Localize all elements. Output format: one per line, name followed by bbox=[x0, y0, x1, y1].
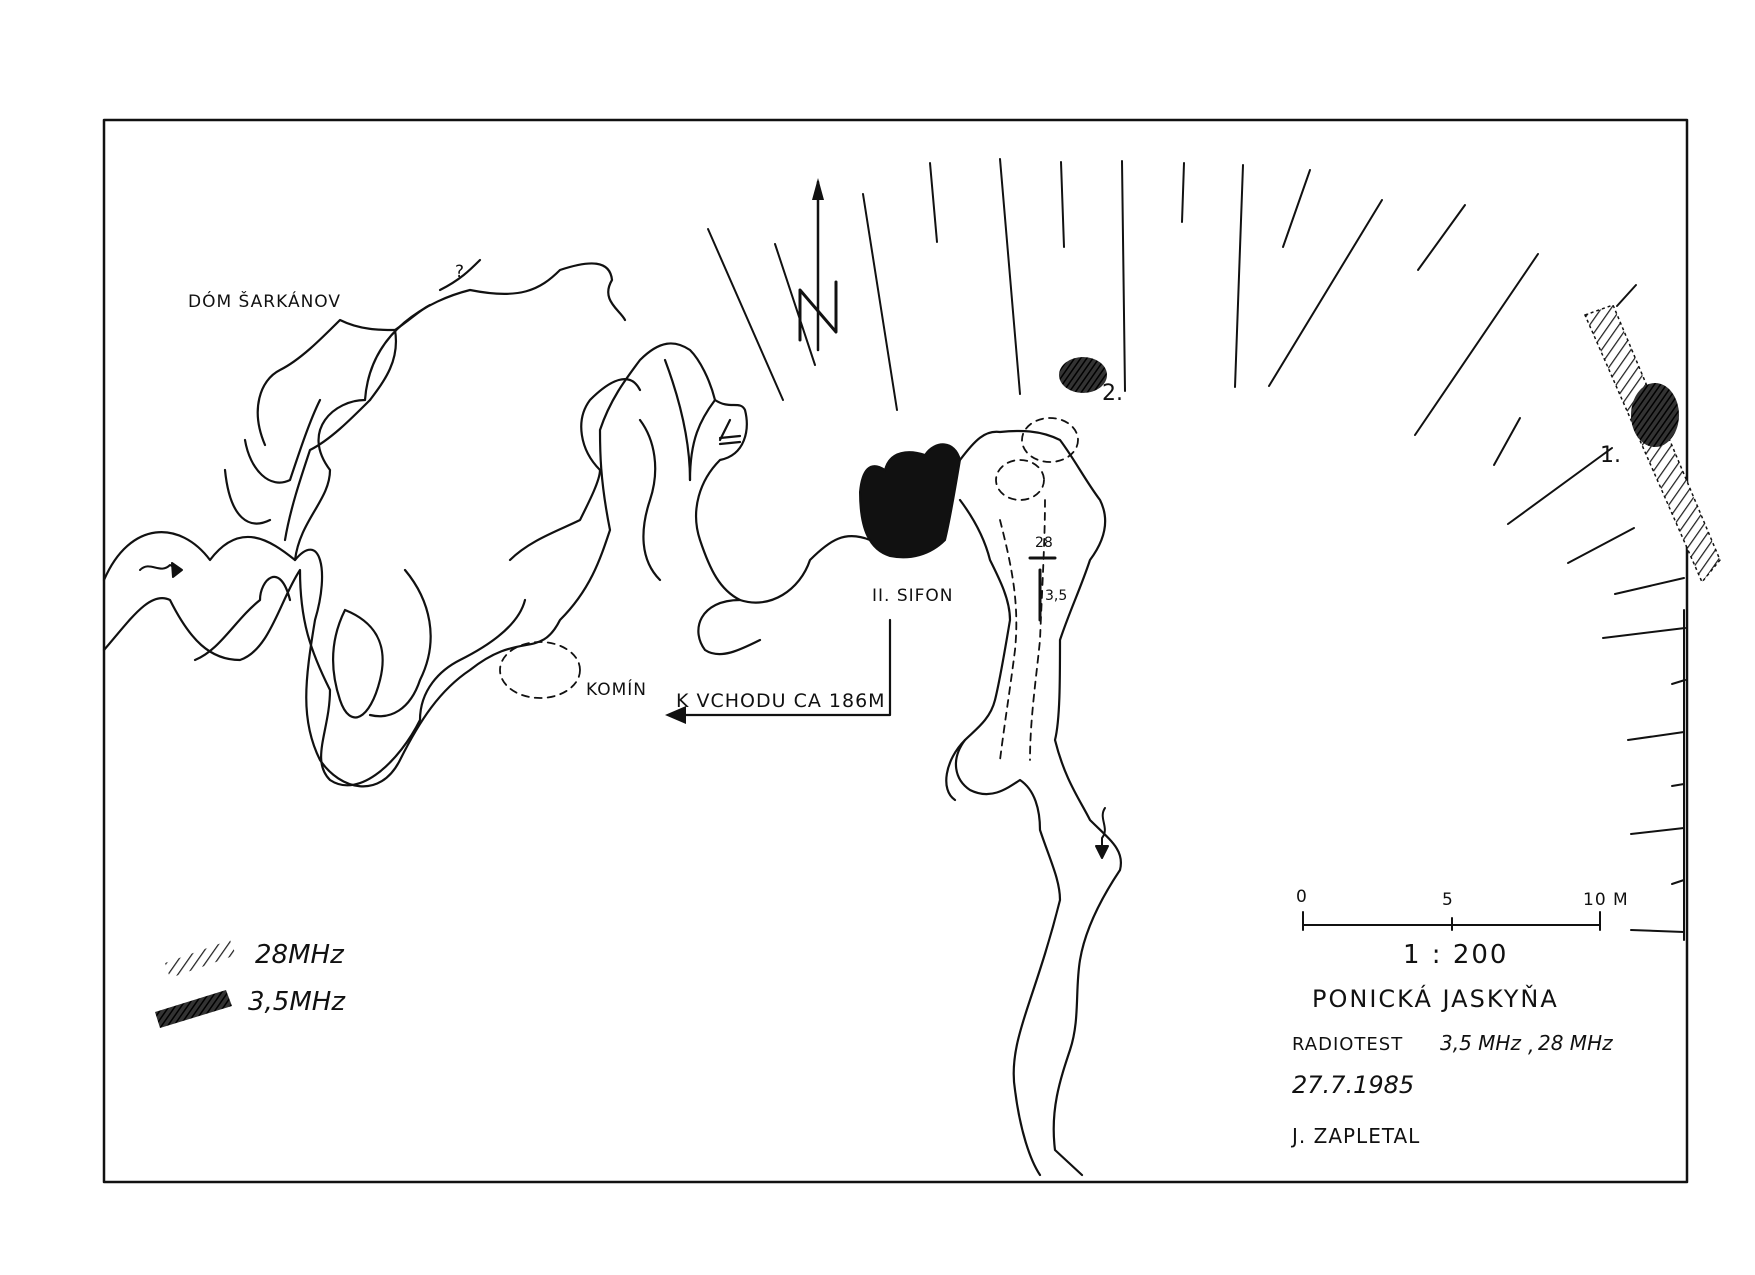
label-sifon: II. SIFON bbox=[872, 586, 954, 606]
measurement-markers bbox=[1028, 556, 1057, 622]
legend-swatch-28mhz bbox=[165, 940, 236, 978]
north-arrow-icon bbox=[798, 178, 838, 352]
label-marker-35: 3,5 bbox=[1045, 588, 1067, 604]
map-date: 27.7.1985 bbox=[1292, 1071, 1414, 1099]
entrance-arrow-icon bbox=[665, 618, 892, 724]
subtitle-freq-a: 3,5 MHz bbox=[1440, 1031, 1521, 1055]
bearing-lines bbox=[707, 158, 1686, 941]
map-subtitle: RADIOTEST 3,5 MHz , 28 MHz bbox=[1292, 1031, 1613, 1057]
radio-point-1 bbox=[1583, 304, 1721, 584]
legend-label-28mhz: 28MHz bbox=[255, 940, 345, 970]
scale-tick-0: 0 bbox=[1296, 887, 1308, 907]
radio-point-2 bbox=[1059, 357, 1107, 393]
cave-passage-east bbox=[945, 429, 1123, 1177]
map-title: PONICKÁ JASKYŇA bbox=[1312, 984, 1559, 1013]
scale-bar bbox=[1302, 911, 1601, 931]
label-entrance: K VCHODU CA 186m bbox=[676, 690, 886, 712]
subtitle-prefix: RADIOTEST bbox=[1292, 1034, 1403, 1055]
label-unknown-marker: ? bbox=[455, 262, 465, 282]
map-author: J. ZAPLETAL bbox=[1290, 1124, 1420, 1148]
subtitle-freq-b: 28 MHz bbox=[1538, 1031, 1613, 1055]
cave-passage-meander bbox=[293, 342, 872, 788]
legend: 28MHz 3,5MHz bbox=[155, 940, 346, 1028]
scale-tick-10: 10 m bbox=[1583, 890, 1629, 910]
scale-tick-5: 5 bbox=[1442, 890, 1454, 910]
legend-label-3-5mhz: 3,5MHz bbox=[248, 987, 346, 1017]
map-frame bbox=[102, 118, 1689, 1184]
label-marker-28: 28 bbox=[1035, 535, 1053, 551]
cave-passage-west bbox=[102, 258, 627, 787]
flow-arrows-icon bbox=[139, 562, 1109, 859]
label-point-1: 1. bbox=[1600, 443, 1621, 468]
label-dom-sarkanov: DÓM ŠARKÁNOV bbox=[188, 290, 341, 312]
label-komin: KOMÍN bbox=[586, 678, 647, 700]
dashed-outlines bbox=[499, 417, 1079, 761]
scale-ratio: 1 : 200 bbox=[1403, 940, 1508, 970]
subtitle-sep: , bbox=[1528, 1033, 1534, 1057]
legend-swatch-3-5mhz bbox=[155, 990, 232, 1028]
label-point-2: 2. bbox=[1102, 381, 1123, 406]
sifon-area bbox=[858, 443, 962, 559]
